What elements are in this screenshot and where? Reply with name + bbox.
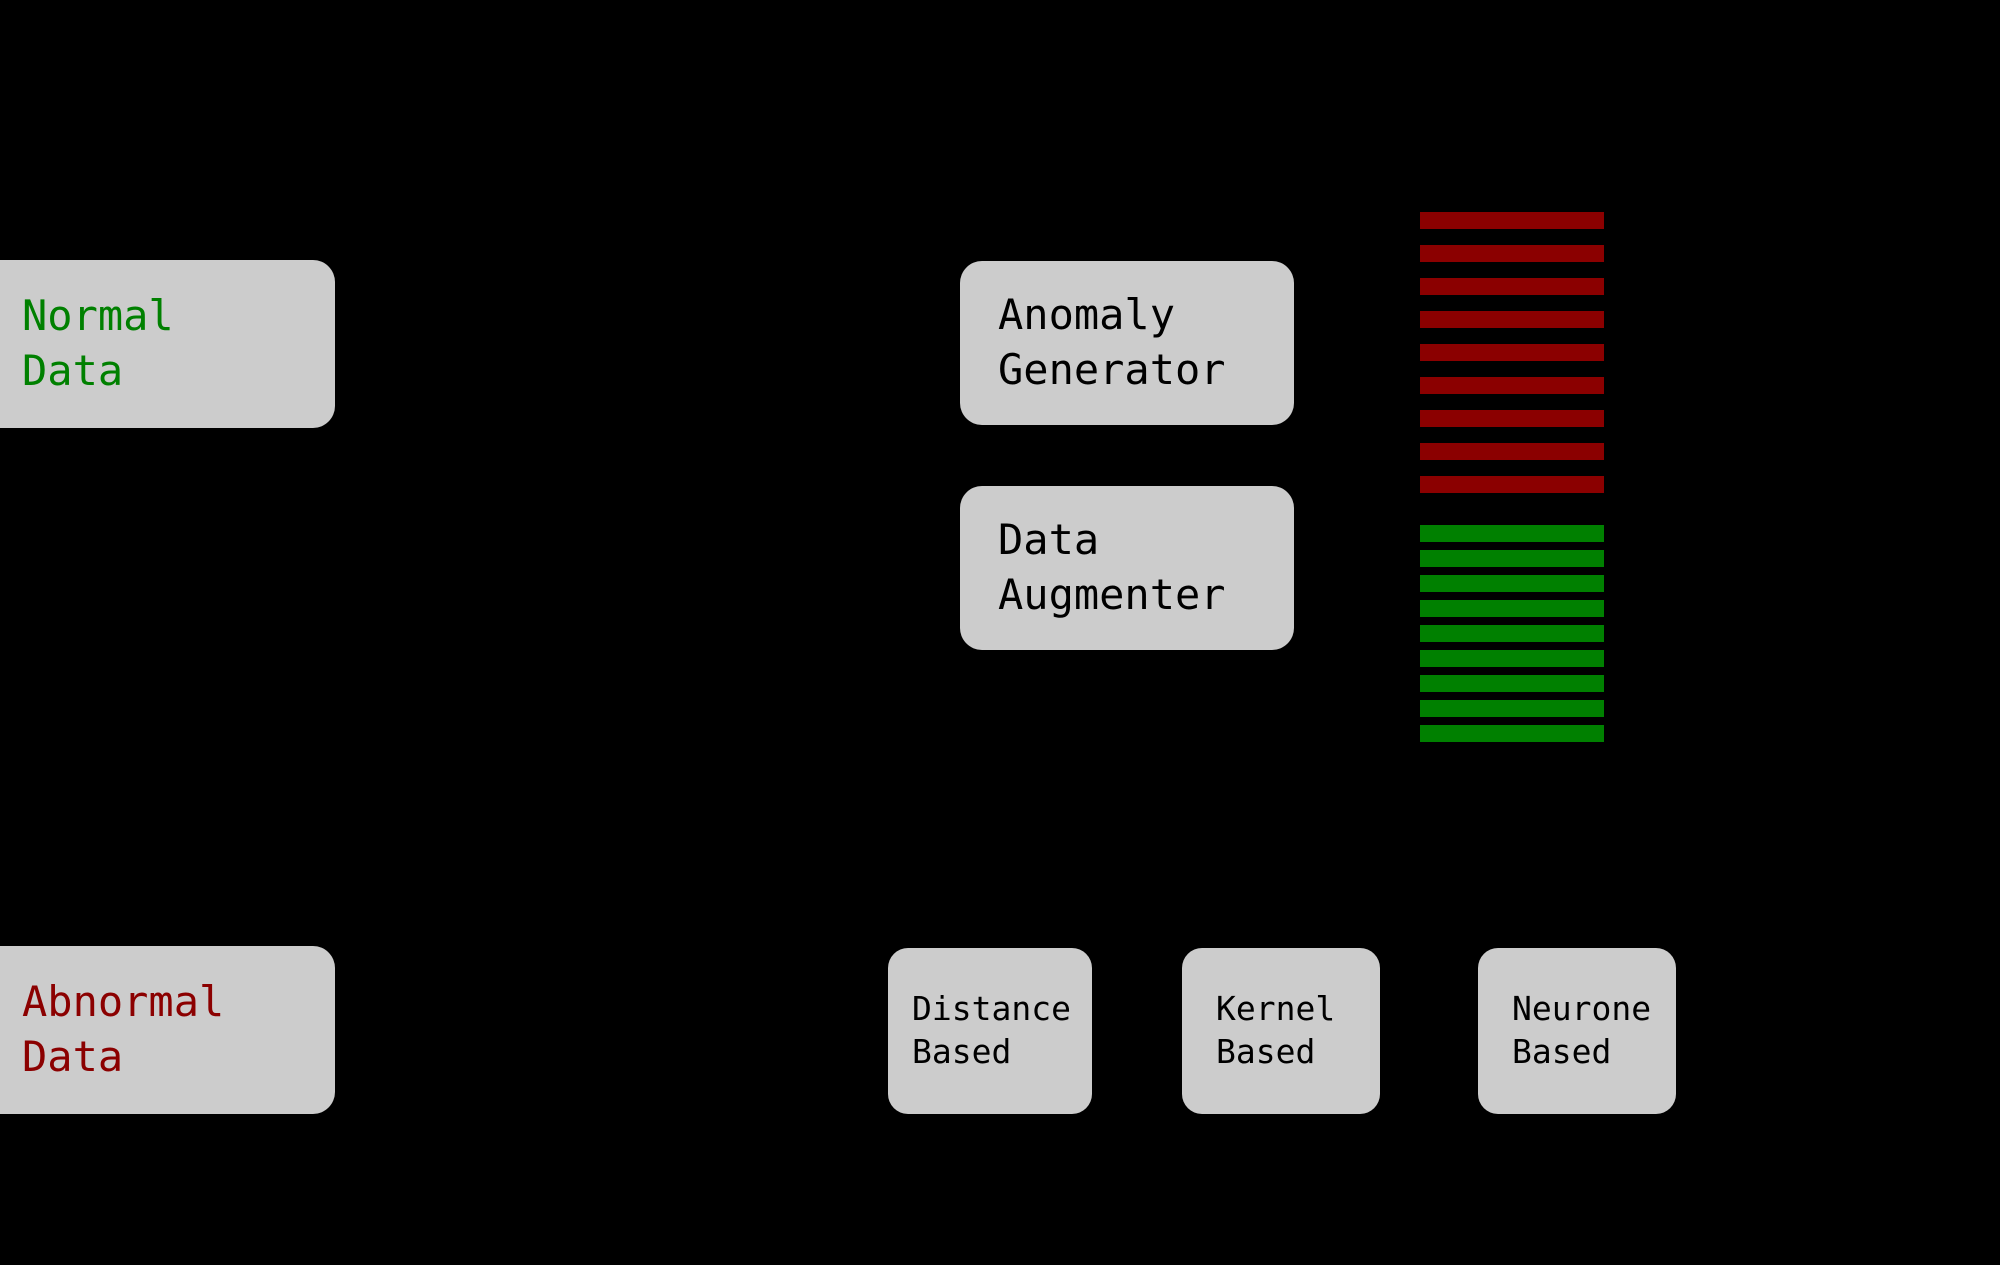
- stripe-normal: [1420, 725, 1604, 742]
- node-neurone-based-line2: Based: [1512, 1032, 1612, 1071]
- node-anomaly-generator-line1: Anomaly: [998, 290, 1176, 340]
- stripe-normal: [1420, 550, 1604, 567]
- node-data-augmenter-line2: Augmenter: [998, 570, 1226, 619]
- stripe-abnormal: [1420, 245, 1604, 262]
- node-neurone-based-line1: Neurone: [1512, 989, 1652, 1029]
- node-kernel-based[interactable]: Kernel Based: [1182, 948, 1380, 1114]
- node-abnormal-data-line1: Abnormal: [22, 977, 225, 1027]
- node-normal-data[interactable]: Normal Data: [0, 260, 335, 428]
- stripe-abnormal: [1420, 476, 1604, 493]
- node-abnormal-data-line2: Data: [22, 1032, 124, 1081]
- node-anomaly-generator-line2: Generator: [998, 345, 1226, 394]
- stripe-abnormal: [1420, 443, 1604, 460]
- stripe-normal: [1420, 700, 1604, 717]
- stripe-normal: [1420, 650, 1604, 667]
- stripe-abnormal: [1420, 344, 1604, 361]
- stripe-abnormal: [1420, 278, 1604, 295]
- node-distance-based[interactable]: Distance Based: [888, 948, 1092, 1114]
- node-distance-based-line1: Distance: [912, 989, 1071, 1029]
- node-anomaly-generator[interactable]: Anomaly Generator: [960, 261, 1294, 425]
- stripe-abnormal: [1420, 377, 1604, 394]
- stripe-normal: [1420, 675, 1604, 692]
- stripe-normal: [1420, 575, 1604, 592]
- node-normal-data-line1: Normal: [22, 291, 174, 341]
- node-normal-data-line2: Data: [22, 346, 124, 395]
- node-kernel-based-line2: Based: [1216, 1032, 1316, 1071]
- stripe-normal: [1420, 525, 1604, 542]
- node-data-augmenter-line1: Data: [998, 515, 1100, 565]
- node-kernel-based-line1: Kernel: [1216, 989, 1336, 1029]
- node-neurone-based[interactable]: Neurone Based: [1478, 948, 1676, 1114]
- node-abnormal-data[interactable]: Abnormal Data: [0, 946, 335, 1114]
- stripe-abnormal: [1420, 212, 1604, 229]
- node-distance-based-line2: Based: [912, 1032, 1012, 1071]
- stripe-normal: [1420, 600, 1604, 617]
- generated-dataset-stripes: [1420, 212, 1604, 742]
- stripe-normal: [1420, 625, 1604, 642]
- node-data-augmenter[interactable]: Data Augmenter: [960, 486, 1294, 650]
- stripe-abnormal: [1420, 311, 1604, 328]
- stripe-abnormal: [1420, 410, 1604, 427]
